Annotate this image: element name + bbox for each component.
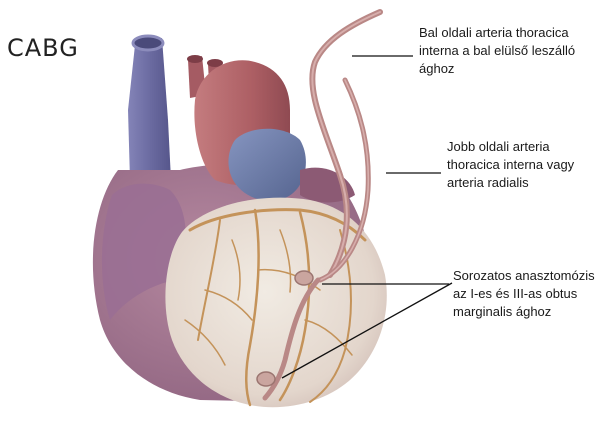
label-line: ághoz (419, 60, 575, 78)
label-line: arteria radialis (447, 174, 574, 192)
vena-cava-opening (133, 36, 163, 50)
diagram-title: CABG (7, 34, 79, 62)
label-line: Bal oldali arteria thoracica (419, 24, 575, 42)
anastomosis-upper (295, 271, 313, 285)
label-line: marginalis ághoz (453, 303, 595, 321)
label-line: thoracica interna vagy (447, 156, 574, 174)
label-line: Jobb oldali arteria (447, 138, 574, 156)
label-line: interna a bal elülső leszálló (419, 42, 575, 60)
label-left-ita: Bal oldali arteria thoracica interna a b… (419, 24, 575, 78)
label-right-ita: Jobb oldali arteria thoracica interna va… (447, 138, 574, 192)
label-sequential-anastomosis: Sorozatos anasztomózis az I-es és III-as… (453, 267, 595, 321)
label-line: az I-es és III-as obtus (453, 285, 595, 303)
anastomosis-lower (257, 372, 275, 386)
label-line: Sorozatos anasztomózis (453, 267, 595, 285)
